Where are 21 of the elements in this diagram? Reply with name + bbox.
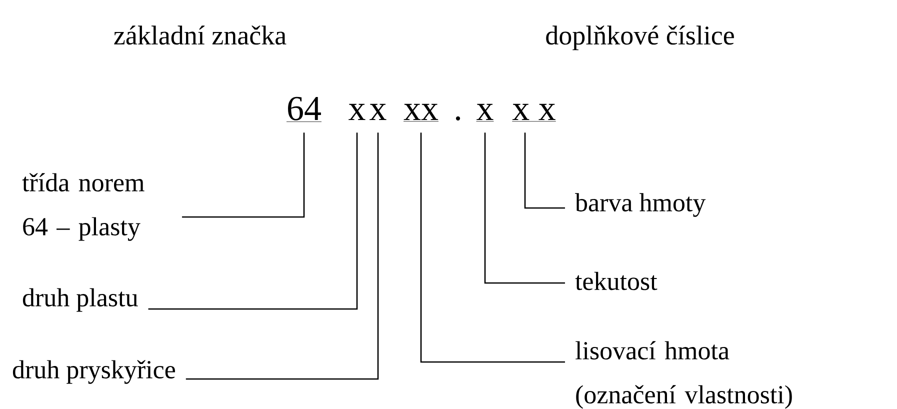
annotation-text: třída norem 64 – plasty [22, 173, 144, 241]
leader-line [484, 132, 565, 284]
annotation-text: tekutost [575, 272, 658, 290]
code-part: xx [403, 104, 439, 122]
heading: doplňkové číslice [546, 26, 734, 50]
code-part: x [370, 104, 386, 120]
code-dot: . [456, 116, 460, 120]
code-part: x [476, 104, 494, 122]
code-part: x [348, 104, 366, 120]
leader-line [182, 132, 305, 218]
code-part: 64 [286, 96, 322, 122]
leader-line [148, 132, 358, 310]
annotation-text: druh pryskyřice [12, 360, 175, 384]
leader-line [524, 132, 565, 209]
code-part: x x [512, 104, 556, 122]
annotation-text: barva hmoty [575, 193, 706, 217]
annotation-text: lisovací hmota (označení vlastnosti) [576, 341, 792, 409]
heading: základní značka [114, 26, 286, 45]
leader-line [420, 132, 565, 363]
leader-line [186, 132, 379, 380]
annotation-text: druh plastu [22, 288, 138, 312]
